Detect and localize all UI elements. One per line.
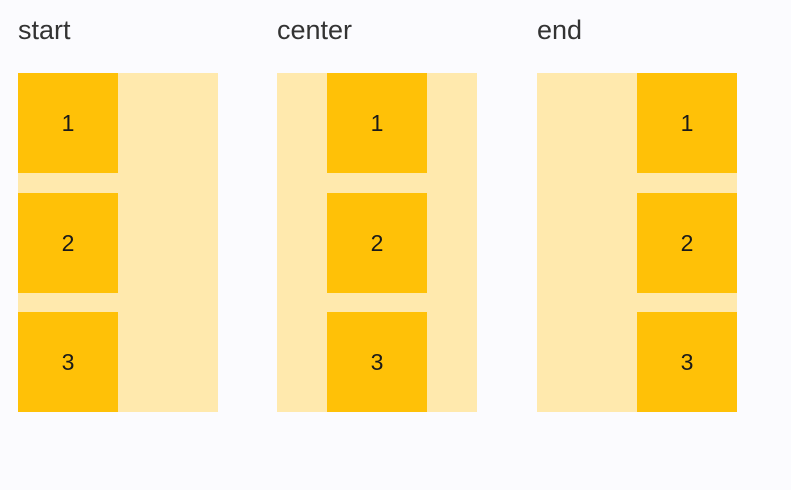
flex-item: 2 bbox=[18, 192, 118, 293]
flex-container-start: 1 2 3 bbox=[18, 73, 218, 412]
flex-item: 3 bbox=[327, 312, 427, 412]
group-label-center: center bbox=[277, 15, 353, 45]
flex-item: 3 bbox=[18, 312, 118, 412]
group-label-end: end bbox=[537, 15, 583, 45]
flex-container-center: 1 2 3 bbox=[277, 73, 477, 412]
group-label-start: start bbox=[18, 15, 71, 45]
flex-item: 1 bbox=[327, 73, 427, 173]
flex-item: 1 bbox=[18, 73, 118, 173]
flex-item: 2 bbox=[637, 192, 737, 293]
flex-item: 2 bbox=[327, 192, 427, 293]
flex-item: 3 bbox=[637, 312, 737, 412]
flex-container-end: 1 2 3 bbox=[537, 73, 737, 412]
flex-item: 1 bbox=[637, 73, 737, 173]
